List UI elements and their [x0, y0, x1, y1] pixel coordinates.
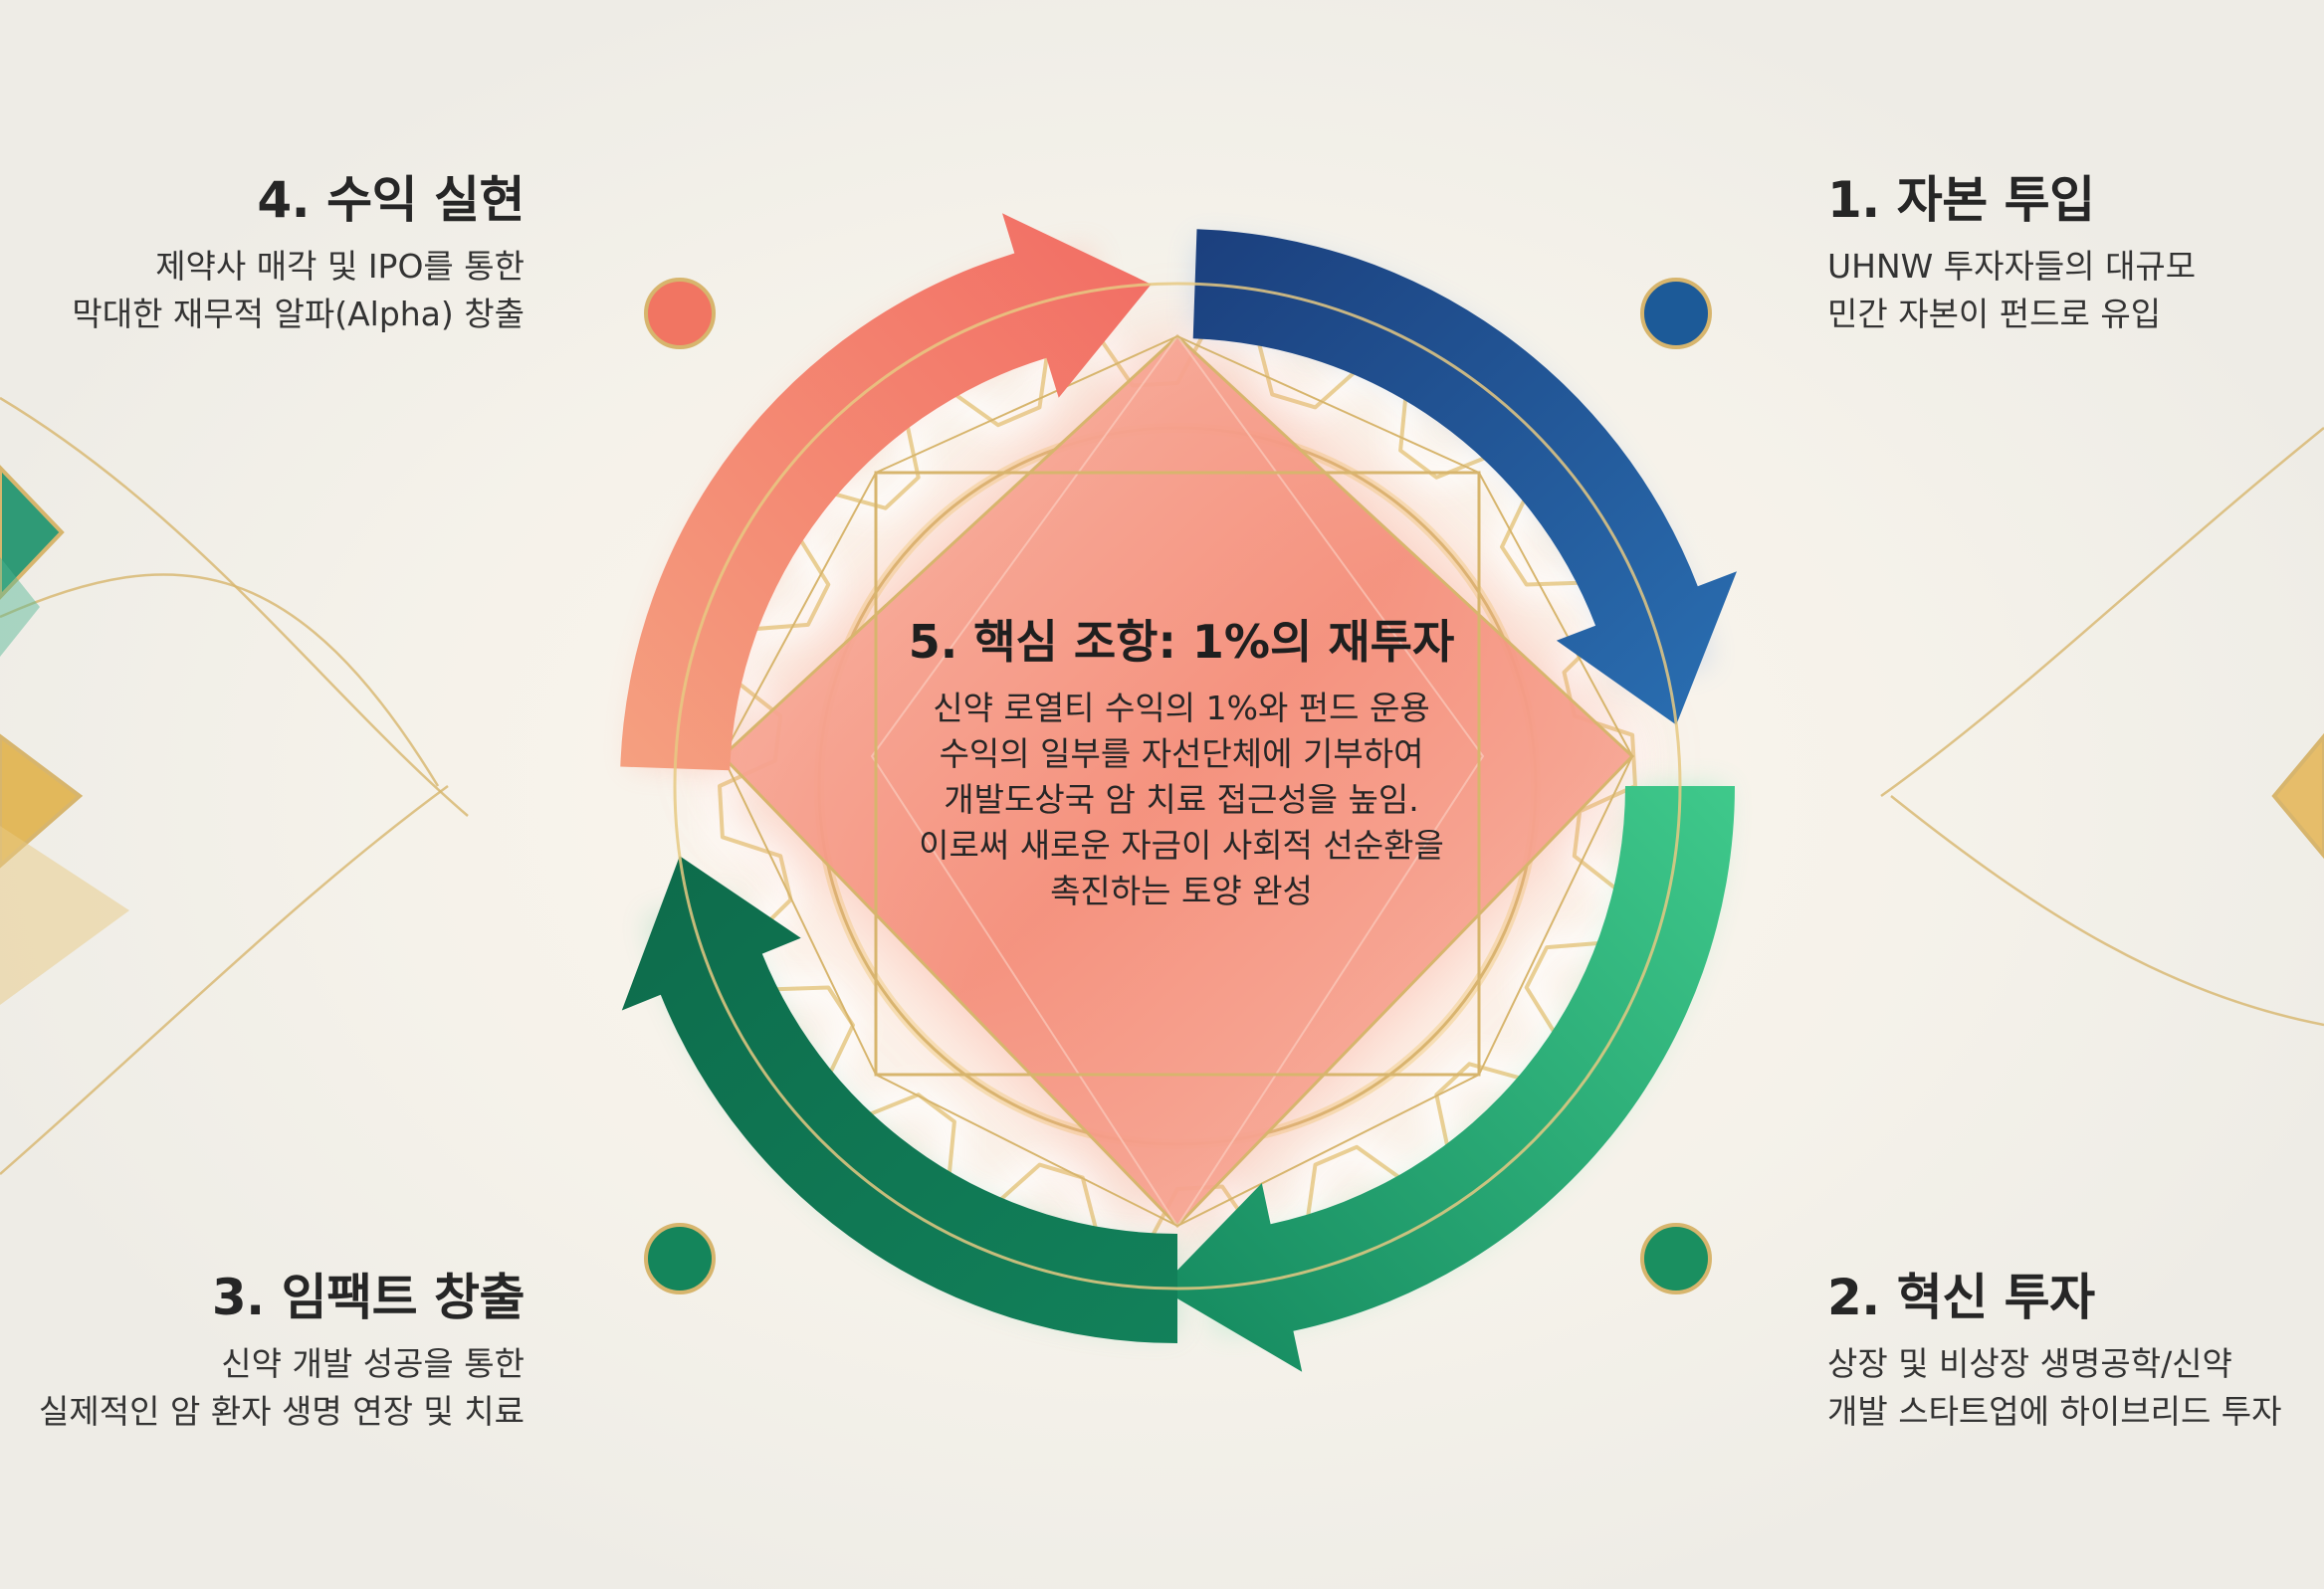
left-side-diamonds — [0, 465, 129, 1005]
arc-guide-line — [673, 282, 1682, 1291]
decorative-lines — [0, 396, 2324, 1175]
step-title: 4. 수익 실현 — [257, 171, 525, 229]
step-impact-creation: 3. 임팩트 창출 신약 개발 성공을 통한 실제적인 암 환자 생명 연장 및… — [39, 1267, 525, 1436]
arc-capital-infusion — [1192, 229, 1737, 725]
arc-profit-realization — [620, 213, 1152, 771]
core-title: 5. 핵심 조항: 1%의 재투자 — [908, 615, 1455, 669]
core-description-line: 신약 로열티 수익의 1%와 펀드 운용 — [933, 689, 1430, 727]
step-title: 3. 임팩트 창출 — [211, 1269, 526, 1326]
diamond-icon — [720, 333, 1635, 1229]
core-description-line: 촉진하는 토양 완성 — [1050, 872, 1313, 910]
step-description-line: 실제적인 암 환자 생명 연장 및 치료 — [39, 1392, 525, 1431]
step-description-line: 막대한 재무적 알파(Alpha) 창출 — [72, 295, 525, 333]
node-profit — [644, 278, 716, 349]
right-side-diamonds — [2271, 732, 2324, 860]
step-title: 1. 자본 투입 — [1827, 171, 2095, 229]
step-description-line: 신약 개발 성공을 통한 — [221, 1344, 525, 1383]
step-capital-infusion: 1. 자본 투입 UHNW 투자자들의 대규모 민간 자본이 펀드로 유입 — [1827, 169, 2196, 338]
step-description-line: 상장 및 비상장 생명공학/신약 — [1827, 1344, 2232, 1383]
step-description-line: UHNW 투자자들의 대규모 — [1827, 247, 2197, 286]
step-title: 2. 혁신 투자 — [1827, 1269, 2095, 1326]
core-clause: 5. 핵심 조항: 1%의 재투자 신약 로열티 수익의 1%와 펀드 운용 수… — [843, 612, 1520, 914]
step-innovation-investment: 2. 혁신 투자 상장 및 비상장 생명공학/신약 개발 스타트업에 하이브리드… — [1827, 1267, 2282, 1436]
step-profit-realization: 4. 수익 실현 제약사 매각 및 IPO를 통한 막대한 재무적 알파(Alp… — [72, 169, 525, 338]
step-description-line: 민간 자본이 펀드로 유입 — [1827, 295, 2162, 333]
step-description-line: 개발 스타트업에 하이브리드 투자 — [1827, 1392, 2282, 1431]
core-description-line: 이로써 새로운 자금이 사회적 선순환을 — [919, 826, 1444, 865]
circular-arrow-icon — [620, 213, 1737, 1372]
step-description-line: 제약사 매각 및 IPO를 통한 — [155, 247, 525, 286]
arc-innovation-investment — [1160, 786, 1735, 1372]
core-description-line: 수익의 일부를 자선단체에 기부하여 — [939, 734, 1424, 773]
node-capital — [1640, 278, 1712, 349]
core-description-line: 개발도상국 암 치료 접근성을 높임. — [944, 780, 1419, 819]
arc-impact-creation — [621, 856, 1177, 1343]
node-impact — [644, 1223, 716, 1294]
node-innovation — [1640, 1223, 1712, 1294]
